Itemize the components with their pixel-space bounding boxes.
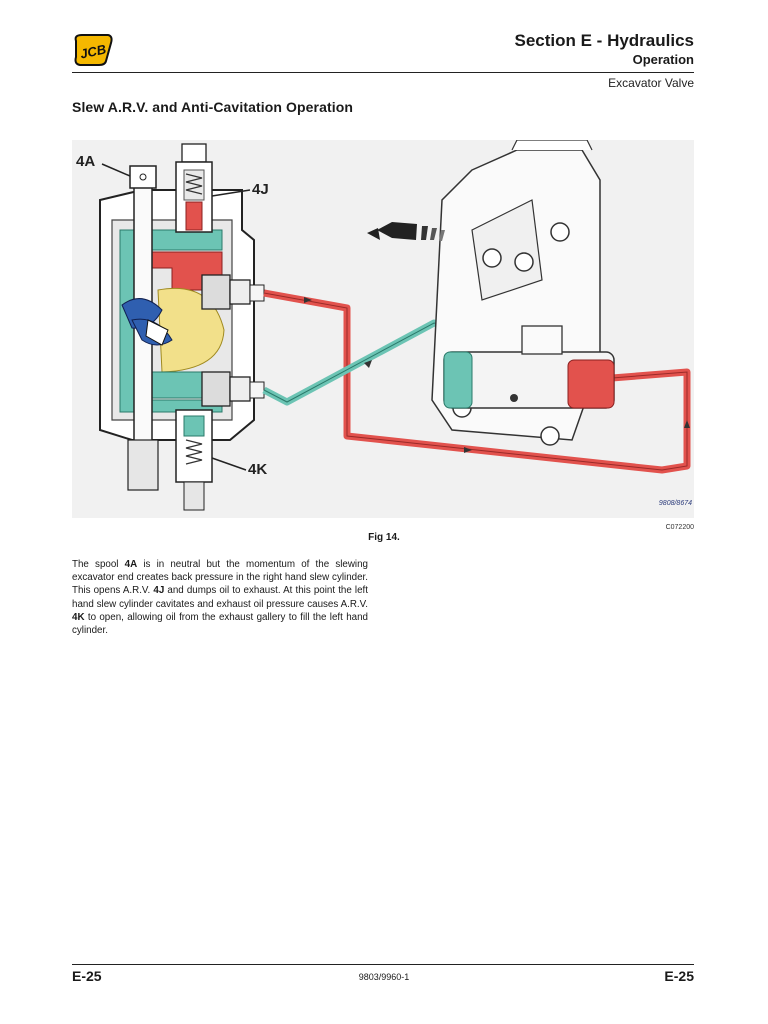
arv-4k bbox=[175, 409, 213, 511]
slew-cylinder bbox=[443, 325, 615, 409]
hydraulic-diagram: 4A 4J 4K bbox=[72, 140, 694, 518]
arv-4j bbox=[175, 143, 213, 233]
valve-ports bbox=[201, 274, 265, 407]
figure-code: C072200 bbox=[665, 524, 694, 531]
label-4k: 4K bbox=[248, 461, 267, 478]
subsection-title: Operation bbox=[632, 52, 694, 67]
page-number-right: E-25 bbox=[664, 968, 694, 984]
jcb-logo-icon: JCB bbox=[74, 34, 113, 66]
section-title: Section E - Hydraulics bbox=[514, 31, 695, 50]
slew-direction-icon bbox=[367, 222, 445, 241]
body-text-4: to open, allowing oil from the exhaust g… bbox=[72, 611, 368, 637]
body-text-2: is in neutral but the momentum of the sl… bbox=[72, 559, 368, 597]
figure-caption: Fig 14. bbox=[368, 532, 400, 543]
footer-divider bbox=[72, 964, 694, 965]
label-4j: 4J bbox=[252, 181, 269, 198]
figure-image-id: 9808/8674 bbox=[658, 500, 692, 507]
document-number: 9803/9960-1 bbox=[358, 972, 410, 982]
ref-4a: 4A bbox=[124, 559, 138, 570]
body-text-1: The spool bbox=[72, 559, 125, 570]
page-number-left: E-25 bbox=[72, 968, 102, 984]
logo-text: JCB bbox=[79, 41, 108, 61]
callout-labels: 4A 4J 4K bbox=[76, 153, 269, 478]
body-text-3: and dumps oil to exhaust. At this point … bbox=[72, 585, 368, 610]
header-divider bbox=[72, 72, 694, 73]
description-paragraph: The spool 4A is in neutral but the momen… bbox=[72, 558, 368, 637]
ref-4k: 4K bbox=[72, 611, 85, 623]
topic-title: Excavator Valve bbox=[608, 76, 694, 90]
ref-4j: 4J bbox=[153, 585, 165, 597]
label-4a: 4A bbox=[76, 153, 95, 170]
valve-illustration: 4A 4J 4K bbox=[76, 140, 691, 511]
spool-4a bbox=[121, 165, 173, 491]
jcb-logo: JCB bbox=[72, 33, 114, 67]
page-title: Slew A.R.V. and Anti-Cavitation Operatio… bbox=[72, 99, 354, 115]
